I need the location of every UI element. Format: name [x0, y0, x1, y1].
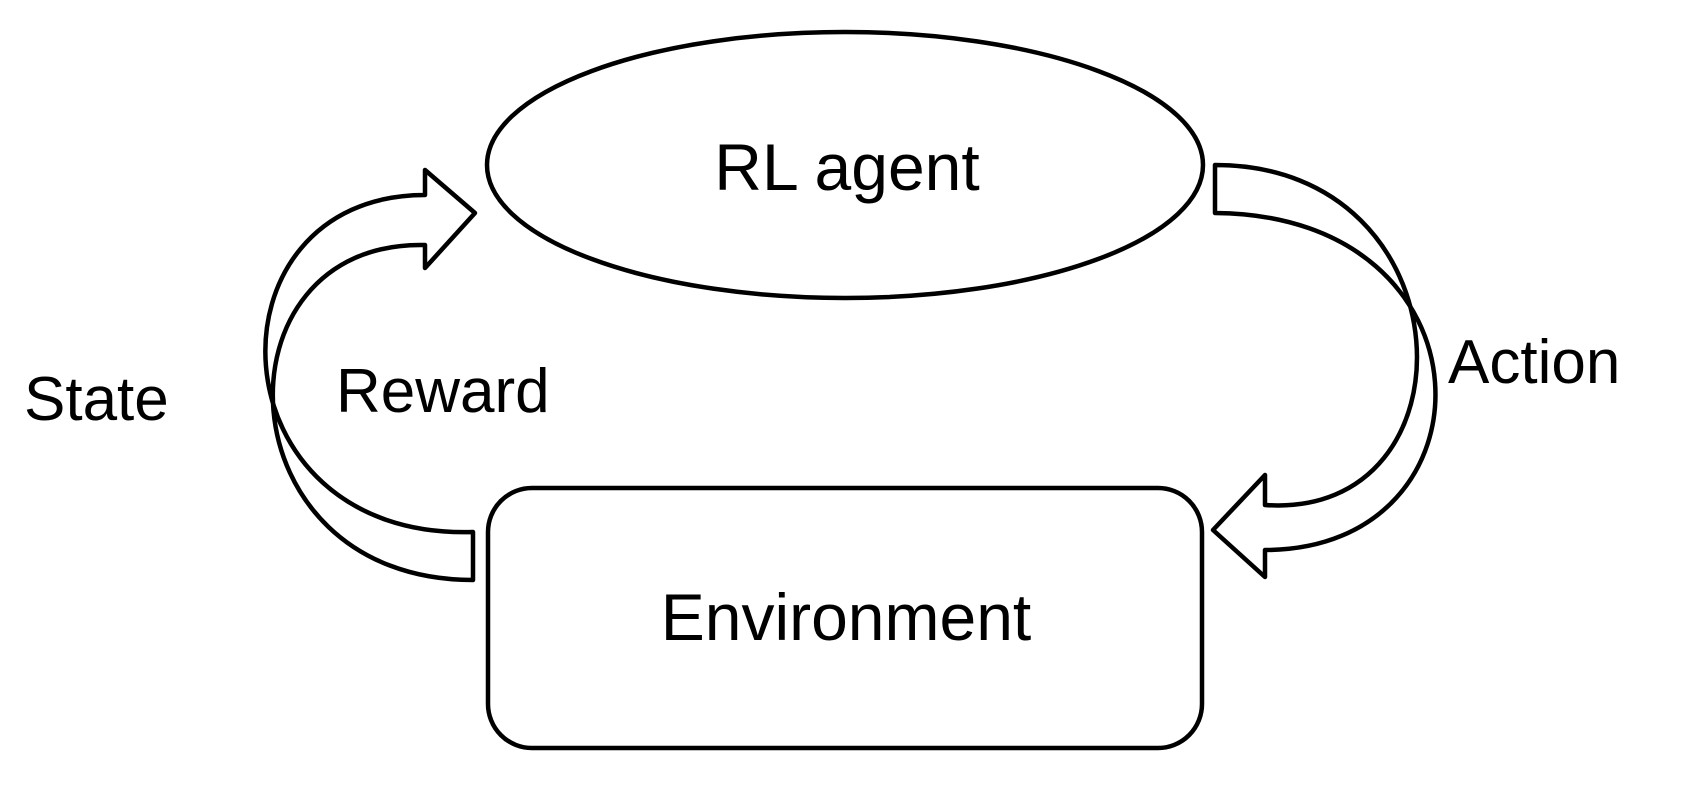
- reward-label: Reward: [336, 357, 550, 426]
- agent-label: RL agent: [714, 130, 979, 204]
- environment-node: Environment: [485, 485, 1205, 751]
- state-reward-arrow: [263, 167, 478, 583]
- action-label: Action: [1448, 328, 1620, 397]
- agent-node: RL agent: [484, 29, 1206, 301]
- action-arrow: [1210, 162, 1438, 580]
- environment-label: Environment: [661, 580, 1032, 654]
- agent-ellipse: [484, 29, 1206, 301]
- environment-box: [485, 485, 1205, 751]
- state-label: State: [24, 365, 169, 434]
